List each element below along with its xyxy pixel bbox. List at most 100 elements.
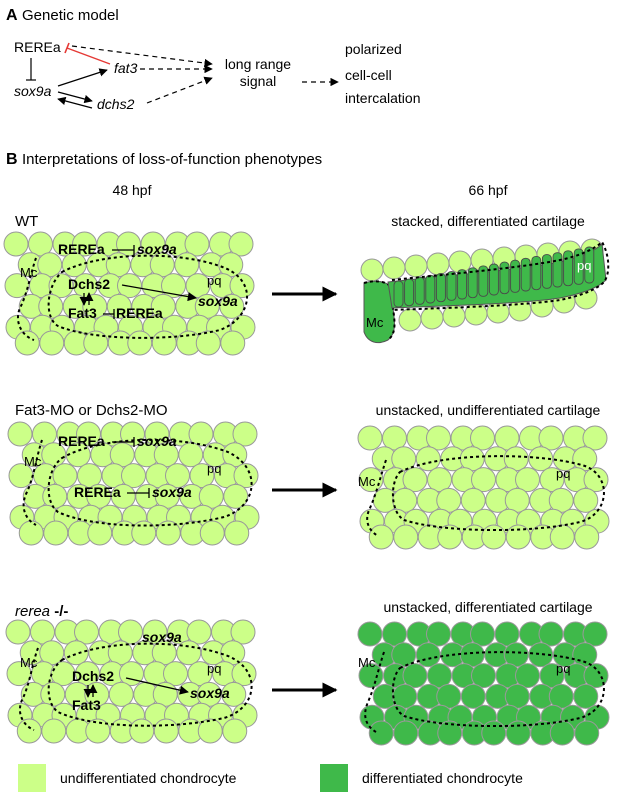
- row-mo-mc-outline: [22, 439, 43, 526]
- chondrocyte-cell: [574, 720, 600, 746]
- row-wt-top-sox9a: sox9a: [137, 241, 177, 257]
- chondrocyte-cell: [174, 252, 200, 278]
- row-mo-right-mc-label: Mc: [358, 474, 376, 489]
- chondrocyte-cell: [221, 681, 247, 707]
- chondrocyte-cell: [39, 330, 65, 356]
- stacked-chondrocyte: [414, 276, 425, 305]
- chondrocyte-cell: [426, 425, 451, 451]
- chondrocyte-cell: [538, 425, 564, 451]
- stacked-chondrocyte: [393, 280, 404, 308]
- row-wt: WT stacked, differentiated cartilage Mc …: [3, 213, 610, 356]
- stacked-chondrocyte: [435, 272, 446, 303]
- chondrocyte-cell: [108, 681, 134, 707]
- row-rerea-top-sox9a: sox9a: [142, 629, 182, 645]
- chondrocyte-cell: [549, 720, 575, 746]
- chondrocyte-cell: [41, 718, 67, 744]
- row-rerea-mc-outline: [18, 647, 39, 731]
- panel-a-title: Genetic model: [22, 7, 119, 24]
- chondrocyte-cell: [402, 663, 428, 689]
- row-rerea-pq-outline: [47, 642, 253, 727]
- row-mo-result: unstacked, undifferentiated cartilage: [376, 402, 601, 418]
- chondrocyte-cell: [151, 330, 177, 356]
- stacked-chondrocyte: [531, 255, 542, 291]
- row-rerea-mc-label: Mc: [20, 655, 38, 670]
- chondrocyte-cell: [163, 661, 188, 687]
- chondrocyte-cell: [368, 524, 394, 550]
- chondrocyte-cell: [186, 619, 212, 645]
- panel-a: A Genetic model REREa sox9a fat3 dchs2 l…: [6, 7, 421, 112]
- row-mo-condition: Fat3-MO or Dchs2-MO: [15, 402, 168, 419]
- column-48hpf: 48 hpf: [113, 182, 152, 198]
- chondrocyte-cell: [486, 300, 510, 324]
- chondrocyte-cell: [127, 330, 153, 356]
- chondrocyte-cell: [228, 231, 254, 257]
- chondrocyte-cell: [574, 524, 600, 550]
- chondrocyte-cell: [402, 467, 428, 493]
- stacked-chondrocyte: [488, 263, 499, 296]
- chondrocyte-cell: [357, 621, 383, 647]
- column-66hpf: 66 hpf: [469, 182, 508, 198]
- row-mo: Fat3-MO or Dchs2-MO unstacked, undiffere…: [7, 402, 610, 550]
- row-rerea-fat3: Fat3: [72, 697, 101, 713]
- chondrocyte-cell: [129, 718, 155, 744]
- chondrocyte-cell: [357, 425, 383, 451]
- stacked-chondrocyte: [563, 250, 574, 287]
- chondrocyte-cell: [229, 273, 255, 299]
- chondrocyte-cell: [178, 442, 204, 468]
- chondrocyte-cell: [515, 467, 540, 493]
- dchs2-to-sox9a-arrow: [57, 96, 93, 109]
- node-rerea: REREa: [14, 39, 61, 55]
- dchs2-to-signal-arrow: [146, 76, 213, 104]
- chondrocyte-cell: [415, 446, 441, 472]
- chondrocyte-cell: [420, 306, 444, 330]
- row-mo-right-pq-outline: [392, 455, 605, 532]
- legend-undiff-swatch: [18, 764, 46, 792]
- chondrocyte-cell: [117, 273, 142, 299]
- row-rerea-inner-sox9a: sox9a: [190, 685, 230, 701]
- stacked-chondrocyte: [573, 248, 584, 285]
- chondrocyte-cell: [230, 619, 256, 645]
- chondrocyte-cell: [573, 683, 599, 709]
- row-rerea-gene: rerea: [15, 603, 50, 620]
- chondrocyte-cell: [426, 252, 450, 276]
- row-mo-inner-rerea: REREa: [74, 484, 121, 500]
- row-rerea-condition: rerea -/-: [15, 603, 68, 620]
- chondrocyte-cell: [14, 330, 40, 356]
- chondrocyte-cell: [63, 640, 89, 666]
- chondrocyte-cell: [232, 421, 258, 447]
- chondrocyte-cell: [582, 425, 608, 451]
- chondrocyte-cell: [470, 621, 495, 647]
- stacked-chondrocyte: [478, 265, 489, 297]
- row-wt-mc-differentiated: [363, 280, 395, 344]
- node-fat3: fat3: [114, 60, 138, 76]
- node-outcome-line2: cell-cell: [345, 67, 392, 83]
- panel-b: B Interpretations of loss-of-function ph…: [6, 151, 508, 198]
- row-wt-mc-label: Mc: [20, 265, 38, 280]
- chondrocyte-cell: [583, 467, 609, 493]
- row-wt-pq-label: pq: [207, 273, 221, 288]
- chondrocyte-cell: [16, 718, 42, 744]
- row-rerea: rerea -/- unstacked, differentiated cart…: [5, 599, 610, 746]
- row-wt-right-pq-outline: [391, 240, 610, 311]
- stacked-chondrocyte: [467, 267, 478, 299]
- stacked-chondrocyte: [446, 271, 457, 301]
- chondrocyte-cell: [43, 520, 69, 546]
- row-mo-right-mc-outline: [366, 459, 387, 537]
- row-rerea-genotype: -/-: [50, 603, 68, 620]
- stacked-chondrocyte: [584, 246, 595, 284]
- stacked-chondrocyte: [510, 259, 521, 293]
- chondrocyte-cell: [118, 619, 143, 645]
- chondrocyte-cell: [460, 487, 486, 513]
- chondrocyte-cell: [199, 520, 225, 546]
- chondrocyte-cell: [426, 621, 451, 647]
- row-rerea-right-mc-label: Mc: [358, 655, 376, 670]
- panel-b-letter: B: [6, 151, 18, 168]
- row-mo-top-sox9a: sox9a: [137, 433, 177, 449]
- row-mo-66hpf-cells: [357, 425, 610, 550]
- legend-undiff-label: undifferentiated chondrocyte: [60, 770, 237, 786]
- chondrocyte-cell: [471, 467, 496, 493]
- stacked-chondrocyte: [520, 257, 531, 292]
- legend-diff-label: differentiated chondrocyte: [362, 770, 523, 786]
- chondrocyte-cell: [74, 619, 99, 645]
